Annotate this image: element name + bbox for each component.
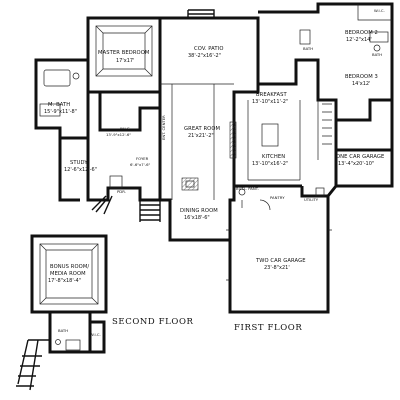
label-bath-right: BATH (372, 52, 382, 57)
wall-covered-patio (160, 16, 260, 84)
wall-bonus-wic (90, 320, 106, 354)
label-bedroom3-dim: 14'x12' (352, 81, 370, 87)
closet-top-right (357, 4, 392, 21)
tray-ceiling-bonus (39, 243, 99, 305)
wall-bedroom-wing (258, 2, 394, 122)
interior-details (39, 4, 392, 281)
label-first-floor: FIRST FLOOR (234, 323, 302, 333)
patio-steps (187, 9, 215, 18)
label-bonus-room-dim: 17'-8"x18'-4" (48, 278, 81, 284)
wall-wic (98, 92, 162, 132)
first-floor-plan (34, 2, 394, 314)
label-dining-room-name: DINING ROOM (180, 208, 218, 214)
kitchen-island (261, 123, 279, 147)
label-bath-bonus: BATH (58, 328, 68, 333)
label-wic-top: W.I.C. (374, 8, 385, 13)
label-utility: UTILITY (304, 197, 319, 202)
label-bedroom3-name: BEDROOM 3 (345, 74, 378, 80)
label-wic-master-name: W.I.C. (120, 126, 131, 131)
ent-center-cabinet (229, 121, 237, 159)
label-study-dim: 12'-6"x12'-6" (64, 167, 97, 173)
wall-bonus-room (30, 234, 108, 314)
label-cov-patio-name: COV. PATIO (194, 46, 224, 52)
label-study-name: STUDY (70, 160, 88, 166)
label-master-bedroom-name: MASTER BEDROOM (98, 50, 150, 56)
label-cov-patio-dim: 38'-2"x16'-2" (188, 53, 221, 59)
room-labels: W.I.C. BEDROOM 2 12'-2"x14' BATH BATH BE… (44, 8, 385, 337)
bath-fixture-right (373, 44, 381, 52)
tray-ceiling-master (95, 25, 153, 77)
label-pantry: PANTRY (270, 195, 285, 200)
bonus-stairs (16, 339, 50, 391)
label-kitchen-dim: 13'-10"x16'-2" (252, 161, 288, 167)
master-tub (43, 69, 71, 87)
label-second-floor: SECOND FLOOR (112, 317, 194, 327)
label-one-car-garage-dim: 13'-4"x20'-10" (338, 161, 374, 167)
label-breakfast-dim: 13'-10"x11'-2" (252, 99, 288, 105)
label-m-bath-dim: 15'-9"x11'-8" (44, 109, 77, 115)
label-butl-pant: BUTL. PANT. (236, 186, 259, 191)
label-bedroom2-name: BEDROOM 2 (345, 30, 378, 36)
label-m-bath-name: M. BATH (48, 102, 70, 108)
side-steps (91, 195, 113, 215)
label-foyer-dim: 6'-6"x7'-6" (130, 162, 150, 167)
fireplace-dining (181, 177, 199, 191)
bath-fixture-top (299, 29, 311, 45)
label-bath-top: BATH (303, 46, 313, 51)
label-great-room-dim: 21'x21'-2" (188, 133, 214, 139)
sink-pdr (238, 188, 246, 196)
wall-two-car-garage (228, 185, 338, 314)
label-dining-room-dim: 16'x18'-6" (184, 215, 210, 221)
label-bedroom2-dim: 12'-2"x14' (346, 37, 372, 43)
label-two-car-garage-name: TWO CAR GARAGE (255, 258, 306, 264)
label-wic-bonus: W.I.C. (90, 332, 101, 337)
second-floor-plan (16, 234, 108, 391)
label-great-room-name: GREAT ROOM (184, 126, 220, 132)
front-steps (139, 200, 161, 222)
utility-machine (315, 187, 325, 197)
bonus-bath-fixture (65, 339, 81, 351)
label-one-car-garage-name: ONE CAR GARAGE (336, 154, 384, 160)
wall-master-bath (34, 58, 88, 140)
label-bonus-room-name: BONUS ROOM/ (50, 264, 89, 270)
label-master-bedroom-dim: 17'x17' (116, 58, 134, 64)
label-two-car-garage-dim: 23'-8"x21' (264, 265, 290, 271)
wall-bonus-bath (48, 312, 92, 354)
label-wic-master-dim: 13'-9"x12'-6" (106, 132, 131, 137)
label-bonus-room-name2: MEDIA ROOM (50, 271, 86, 277)
label-ent-center: ENT. CENTER (161, 115, 166, 140)
door-swings (241, 199, 271, 211)
bath-vanity-right (369, 31, 389, 43)
label-breakfast-name: BREAKFAST (256, 92, 288, 98)
pdr-box (109, 175, 123, 189)
wall-one-car-garage (334, 100, 394, 188)
label-pdr: PDR. (117, 189, 126, 194)
master-shower (39, 103, 61, 117)
master-toilet (72, 72, 80, 80)
label-foyer-name: FOYER (136, 156, 149, 161)
label-kitchen-name: KITCHEN (262, 154, 285, 160)
wall-kitchen-area (232, 84, 302, 188)
